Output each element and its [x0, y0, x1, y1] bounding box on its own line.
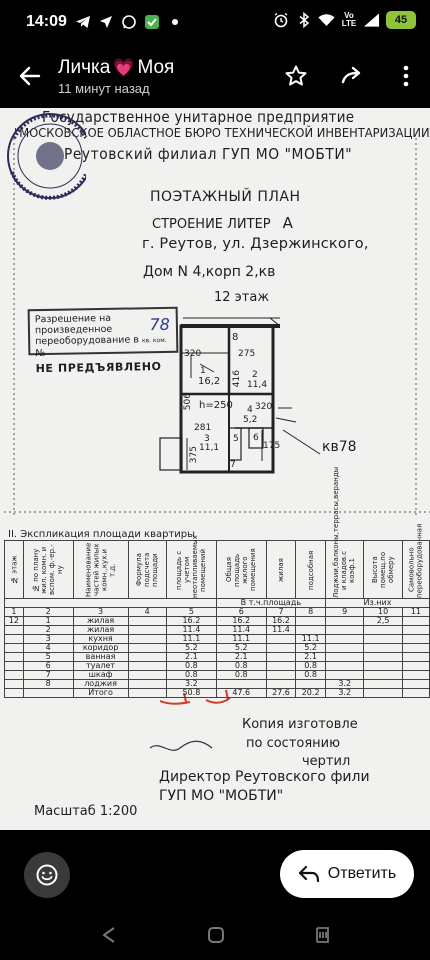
nav-home-button[interactable] — [205, 924, 227, 946]
system-nav-bar — [0, 910, 430, 960]
scale-label: Масштаб 1:200 — [34, 804, 138, 819]
nav-back-button[interactable] — [98, 924, 120, 946]
plan-title: ПОЭТАЖНЫЙ ПЛАН — [150, 189, 301, 205]
signal-icon — [363, 12, 380, 29]
official-seal-icon — [7, 113, 86, 200]
heart-emoji: 💗 — [113, 58, 135, 77]
location-arrow-icon — [97, 13, 114, 30]
more-options-button[interactable] — [390, 60, 422, 92]
table-group-row: В т.ч.площадь Из.них — [4, 598, 430, 608]
alarm-icon — [272, 12, 289, 29]
sender-name: Личка💗Моя — [58, 57, 175, 78]
table-header-row: № этаж № по плану жил. комн. и вспом. ф.… — [4, 467, 430, 599]
back-button[interactable] — [14, 60, 46, 92]
star-button[interactable] — [280, 60, 312, 92]
whatsapp-icon — [120, 13, 137, 30]
bottom-bar: Ответить — [0, 830, 430, 910]
copy-line-2: по состоянию — [246, 736, 341, 751]
dot-icon — [166, 13, 183, 30]
house-line: Дом N 4,корп 2,кв — [143, 264, 276, 280]
bluetooth-icon — [295, 12, 312, 29]
wifi-icon — [318, 12, 335, 29]
explication-table: № этаж № по плану жил. комн. и вспом. ф.… — [4, 467, 430, 698]
floor-label: 12 этаж — [214, 290, 270, 305]
table-title: II. Экспликация площади квартиры — [8, 529, 196, 540]
status-bar: 14:09 Vo LTE 45 — [0, 0, 430, 46]
apartment-label: кв78 — [322, 439, 357, 455]
nav-home-icon — [208, 927, 224, 943]
nav-recent-button[interactable] — [311, 924, 333, 946]
org-name: "МОСКОВСКОЕ ОБЛАСТНОЕ БЮРО ТЕХНИЧЕСКОЙ И… — [14, 125, 430, 140]
forward-button[interactable] — [337, 60, 369, 92]
emoji-icon — [36, 864, 58, 886]
message-time: 11 минут назад — [58, 81, 150, 96]
battery-level: 45 — [386, 11, 416, 29]
handwritten-number: 78 — [149, 314, 171, 335]
org-branch: Реутовский филиал ГУП МО "МОБТИ" — [64, 145, 353, 163]
volte-label: Vo LTE — [341, 11, 357, 28]
app-bar: Личка💗Моя 11 минут назад — [0, 46, 430, 108]
permission-stamp: Разрешение на произведенное переоборудов… — [27, 306, 179, 375]
address-line: г. Реутов, ул. Дзержинского, — [142, 236, 369, 252]
nav-back-icon — [103, 927, 115, 943]
copy-line-1: Копия изготовле — [242, 717, 358, 732]
reply-button[interactable]: Ответить — [280, 850, 414, 898]
emoji-button[interactable] — [24, 852, 70, 898]
forward-icon — [341, 66, 361, 84]
more-vertical-icon — [403, 65, 409, 87]
org-title: Государственное унитарное предприятие — [42, 108, 355, 126]
copy-line-3: чертил — [302, 754, 351, 769]
telegram-icon — [74, 13, 91, 30]
app-notification-icon — [143, 13, 160, 30]
back-arrow-icon — [19, 66, 41, 86]
status-time: 14:09 — [26, 13, 67, 30]
director-line-1: Директор Реутовского фили — [159, 769, 370, 785]
floor-plan-drawing — [4, 138, 430, 751]
nav-recent-icon — [316, 927, 329, 943]
reply-icon — [298, 865, 319, 883]
director-line-2: ГУП МО "МОБТИ" — [159, 788, 284, 804]
document-photo[interactable]: Государственное унитарное предприятие "М… — [0, 108, 430, 830]
reply-label: Ответить — [327, 865, 397, 882]
star-icon — [285, 65, 307, 86]
